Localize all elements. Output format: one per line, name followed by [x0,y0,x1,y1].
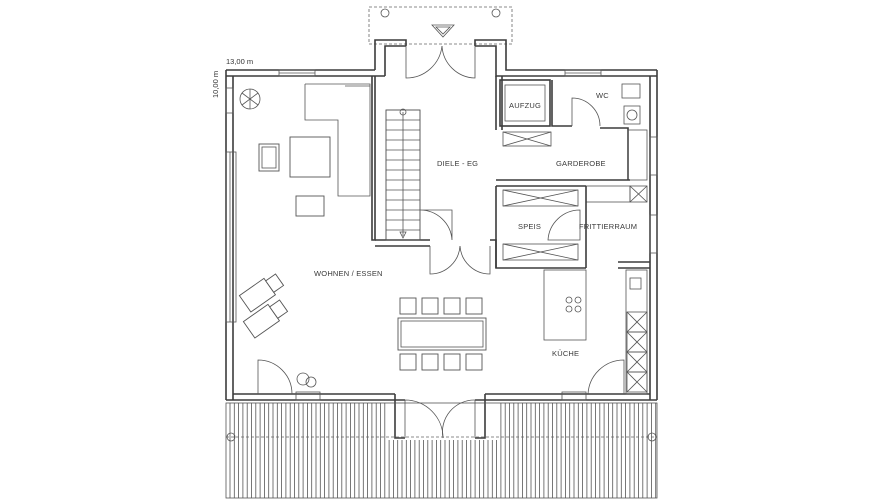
room-label-wohnen: WOHNEN / ESSEN [314,269,383,278]
terrace-post [226,432,236,442]
staircase [385,108,421,241]
room-labels: AUFZUG WC DIELE - EG GARDEROBE SPEIS FRI… [314,91,637,358]
doors [257,45,625,439]
room-label-kueche: KÜCHE [552,349,579,358]
terrace-outline [225,402,658,499]
room-label-wc: WC [596,91,609,100]
dimension-depth: 10,00 m [211,71,220,98]
terrace-post [647,432,657,442]
room-label-speis: SPEIS [518,222,541,231]
terrace [225,402,658,499]
entrance-canopy [368,6,513,45]
room-label-diele: DIELE - EG [437,159,478,168]
living-furniture [238,88,487,388]
room-label-frittierraum: FRITTIERRAUM [579,222,637,231]
interior-walls [304,76,650,269]
kitchen-fixtures [543,269,648,395]
dimension-width: 13,00 m [226,57,253,66]
room-label-aufzug: AUFZUG [509,101,541,110]
windows [225,69,658,323]
dimension-labels: 13,00 m 10,00 m [211,57,253,98]
room-label-garderobe: GARDEROBE [556,159,606,168]
